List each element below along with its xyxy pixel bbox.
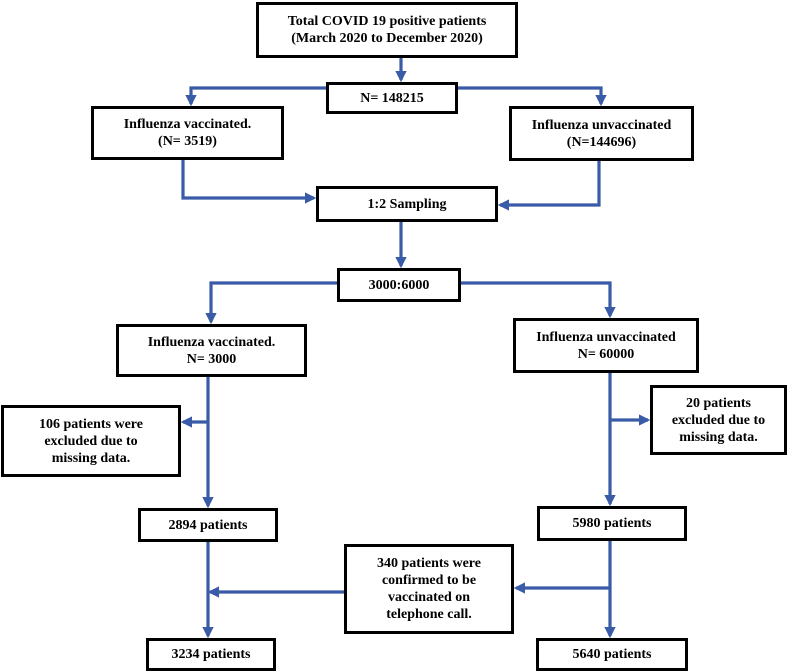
confirmed-line3: vaccinated on: [387, 590, 471, 605]
ratio-box: 3000:6000: [337, 268, 461, 302]
excluded-left-line2: excluded due to: [44, 433, 138, 449]
arrow-ratio-to-vaccinated2: [205, 281, 337, 325]
patients-2894-box: 2894 patients: [138, 508, 278, 542]
patients-5980-label: 5980 patients: [572, 516, 652, 531]
patients-3234-label: 3234 patients: [171, 647, 251, 662]
sampled-vaccinated-count: N= 3000: [186, 351, 237, 367]
sampling-label: 1:2 Sampling: [367, 196, 447, 212]
unvaccinated-label: Influenza unvaccinated: [531, 117, 672, 133]
total-patients-box: Total COVID 19 positive patients (March …: [256, 2, 518, 58]
total-count-label: N= 148215: [360, 90, 424, 106]
sampled-unvaccinated-label: Influenza unvaccinated: [536, 329, 676, 345]
vaccinated-count: (N= 3519): [158, 134, 217, 149]
confirmed-vaccinated-box: 340 patients were confirmed to be vaccin…: [344, 544, 514, 634]
excluded-right-box: 20 patients excluded due to missing data…: [650, 385, 787, 455]
arrow-vaccinated-to-sampling: [181, 160, 317, 204]
sampled-vaccinated-label: Influenza vaccinated.: [147, 334, 276, 350]
influenza-vaccinated-box: Influenza vaccinated. (N= 3519): [91, 106, 284, 160]
patients-5980-box: 5980 patients: [537, 506, 687, 541]
sampled-vaccinated-box: Influenza vaccinated. N= 3000: [116, 324, 307, 377]
total-patients-period: (March 2020 to December 2020): [291, 31, 483, 46]
excluded-left-box: 106 patients were excluded due to missin…: [1, 405, 181, 477]
arrow-n-to-vaccinated: [185, 86, 328, 107]
patients-5640-label: 5640 patients: [572, 647, 652, 662]
arrow-ratio-to-unvaccinated2: [461, 281, 616, 319]
ratio-label: 3000:6000: [368, 277, 430, 293]
excluded-right-line2: excluded due to: [671, 412, 766, 428]
excluded-left-line3: missing data.: [51, 450, 131, 466]
arrow-n-to-unvaccinated: [457, 86, 607, 107]
sampled-unvaccinated-box: Influenza unvaccinated N= 60000: [513, 318, 699, 373]
excluded-right-line1: 20 patients: [686, 395, 751, 411]
patients-5640-box: 5640 patients: [536, 638, 688, 671]
confirmed-line2: confirmed to be: [381, 573, 477, 588]
patients-3234-box: 3234 patients: [146, 638, 276, 671]
sampling-box: 1:2 Sampling: [316, 186, 498, 222]
patients-2894-label: 2894 patients: [168, 517, 248, 533]
arrow-unvaccinated-to-sampling: [497, 161, 601, 211]
vaccinated-label: Influenza vaccinated.: [123, 117, 252, 132]
unvaccinated-count: (N=144696): [566, 134, 637, 150]
influenza-unvaccinated-box: Influenza unvaccinated (N=144696): [509, 106, 694, 161]
sampled-unvaccinated-count: N= 60000: [577, 346, 635, 362]
excluded-right-line3: missing data.: [679, 429, 758, 445]
excluded-left-line1: 106 patients were: [39, 416, 143, 432]
confirmed-line1: 340 patients were: [377, 556, 481, 571]
total-patients-title: Total COVID 19 positive patients: [287, 14, 487, 29]
total-count-box: N= 148215: [326, 82, 458, 114]
confirmed-line4: telephone call.: [386, 607, 472, 622]
